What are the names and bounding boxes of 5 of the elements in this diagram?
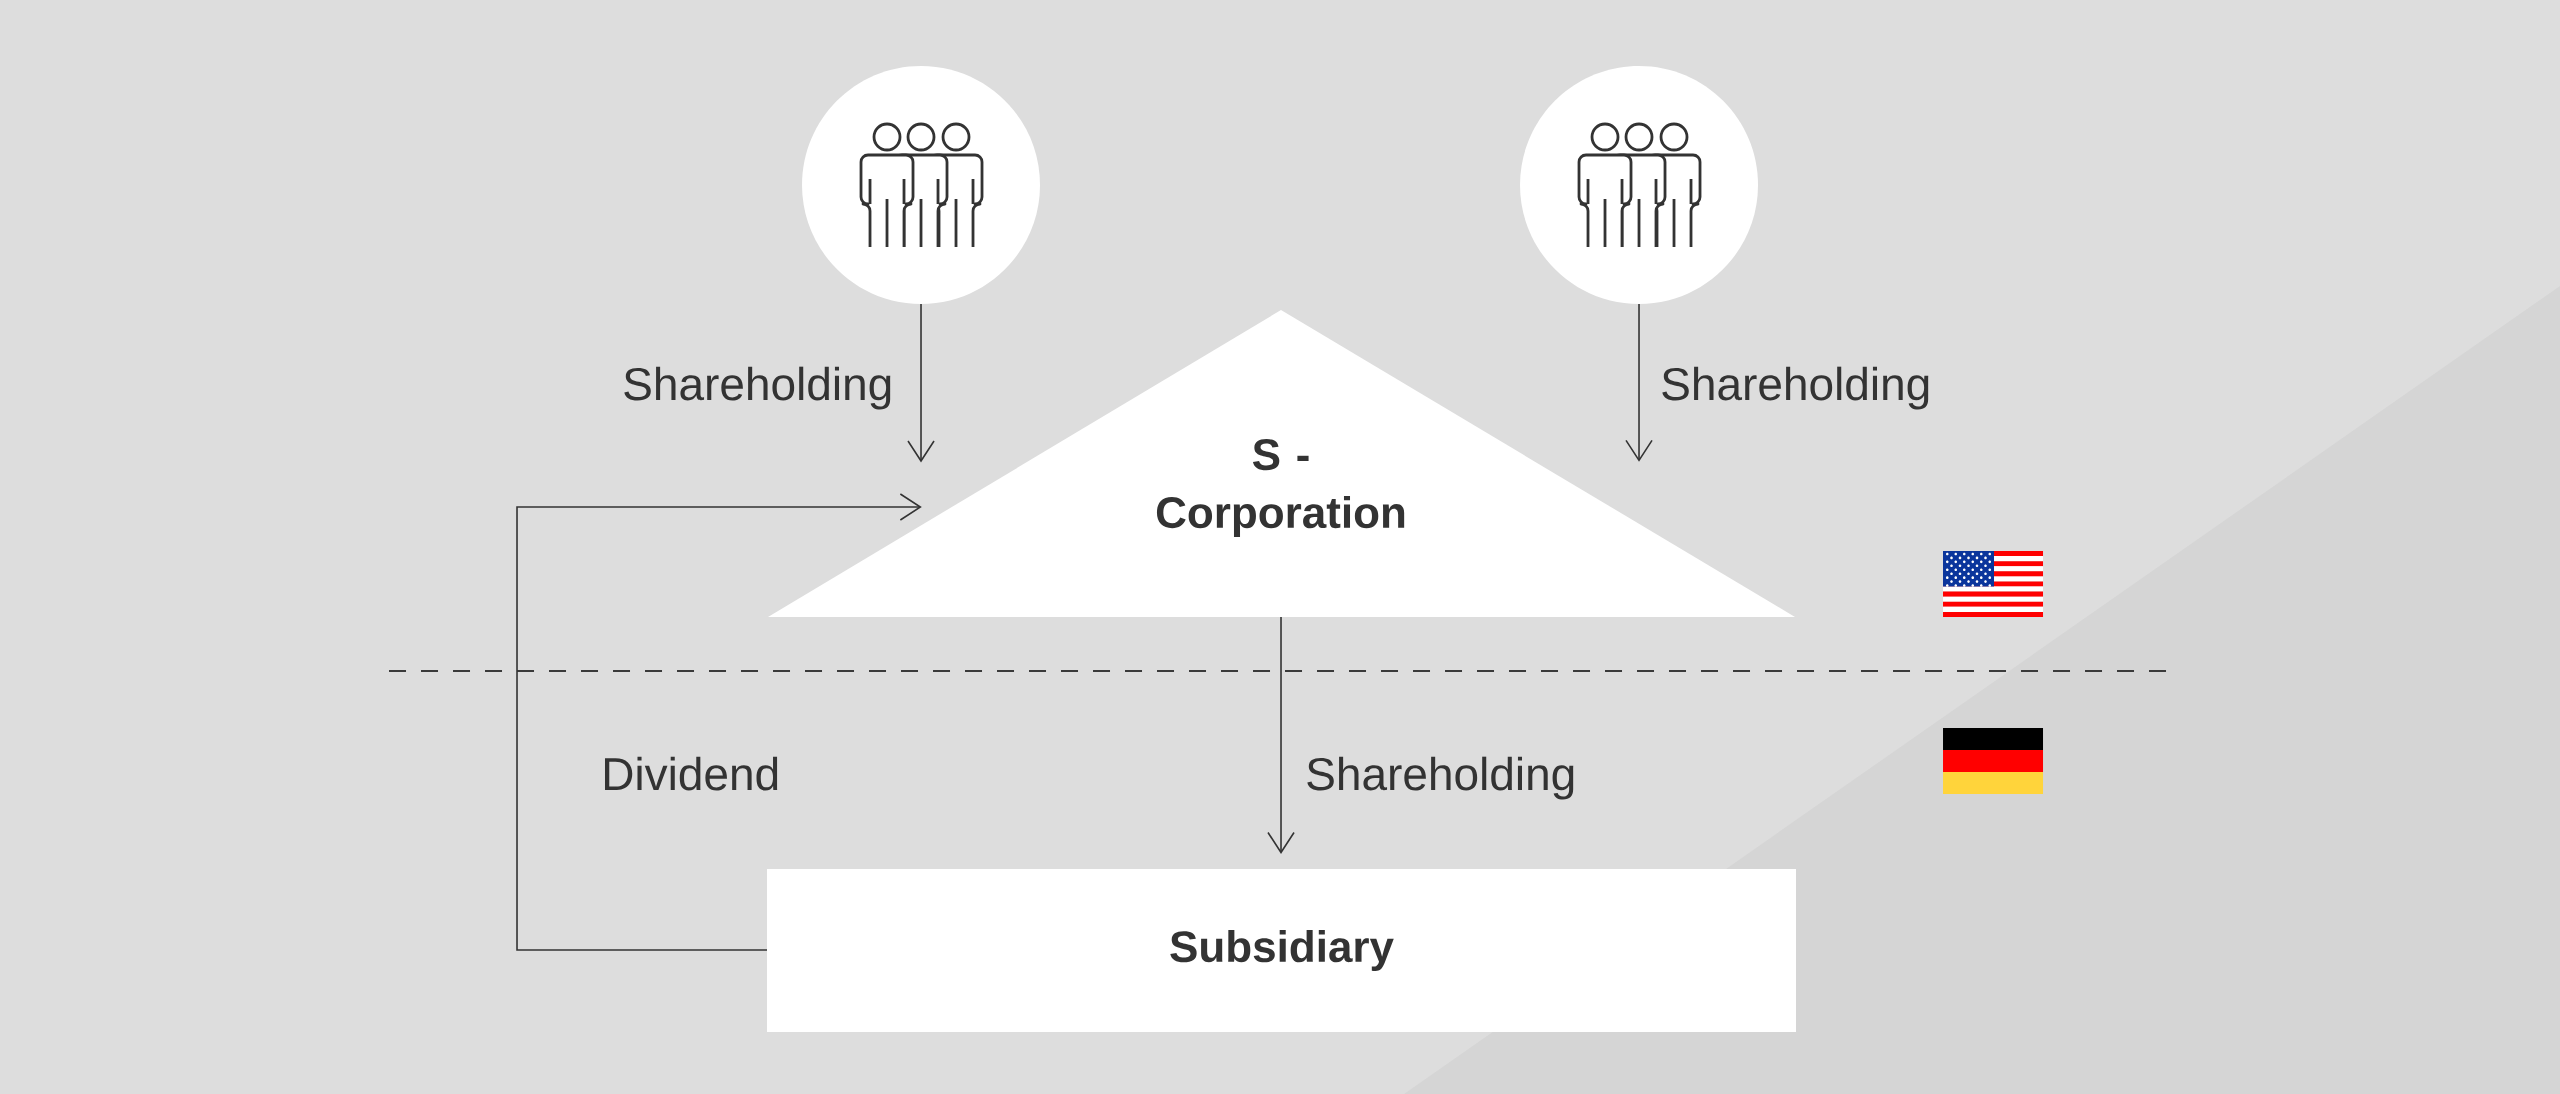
arrow [907,303,935,463]
arrow [1625,303,1653,462]
edge-label: Shareholding [1307,756,1574,800]
box: Subsidiary [767,869,1796,1032]
arrow [1267,616,1295,854]
